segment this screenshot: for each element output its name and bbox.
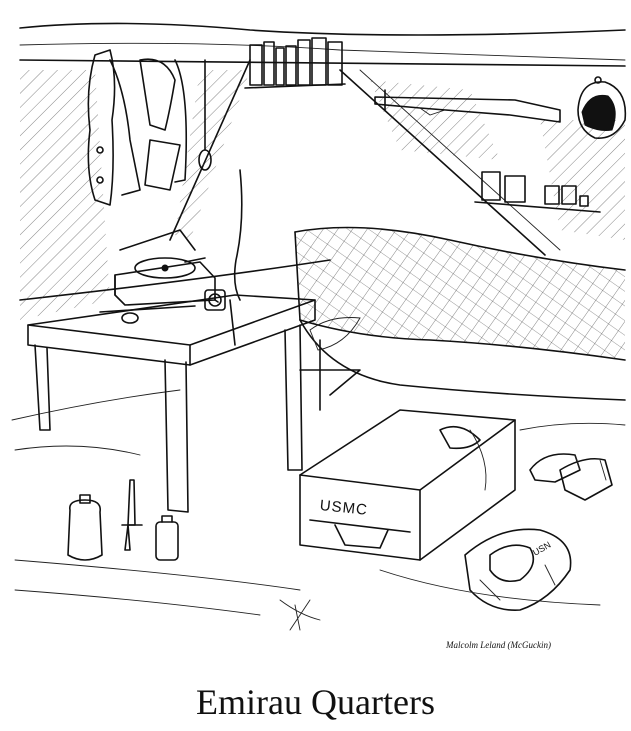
floor-lines xyxy=(14,422,626,631)
rifle xyxy=(374,89,561,123)
insect-spray-can xyxy=(155,515,179,561)
life-vest: USN xyxy=(464,528,572,611)
tent-pole xyxy=(233,169,243,301)
clock xyxy=(204,289,226,311)
footlocker-label: USMC xyxy=(319,497,369,519)
phonograph xyxy=(99,229,216,324)
quarters-sketch: USMC USN xyxy=(11,22,627,631)
lifevest-label: USN xyxy=(531,540,552,558)
bayonet xyxy=(121,479,143,551)
helmet xyxy=(577,76,627,139)
book-shelf xyxy=(244,37,346,89)
artist-signature: Malcolm Leland (McGuckin) xyxy=(446,640,551,650)
page-caption: Emirau Quarters xyxy=(196,682,435,722)
boots xyxy=(529,453,613,501)
screen-walls xyxy=(20,70,625,320)
back-shelf xyxy=(474,171,601,213)
table xyxy=(27,294,316,513)
footlocker: USMC xyxy=(299,409,516,561)
canteen xyxy=(67,494,103,561)
cot xyxy=(294,226,626,411)
hanging-clothes xyxy=(87,49,212,206)
